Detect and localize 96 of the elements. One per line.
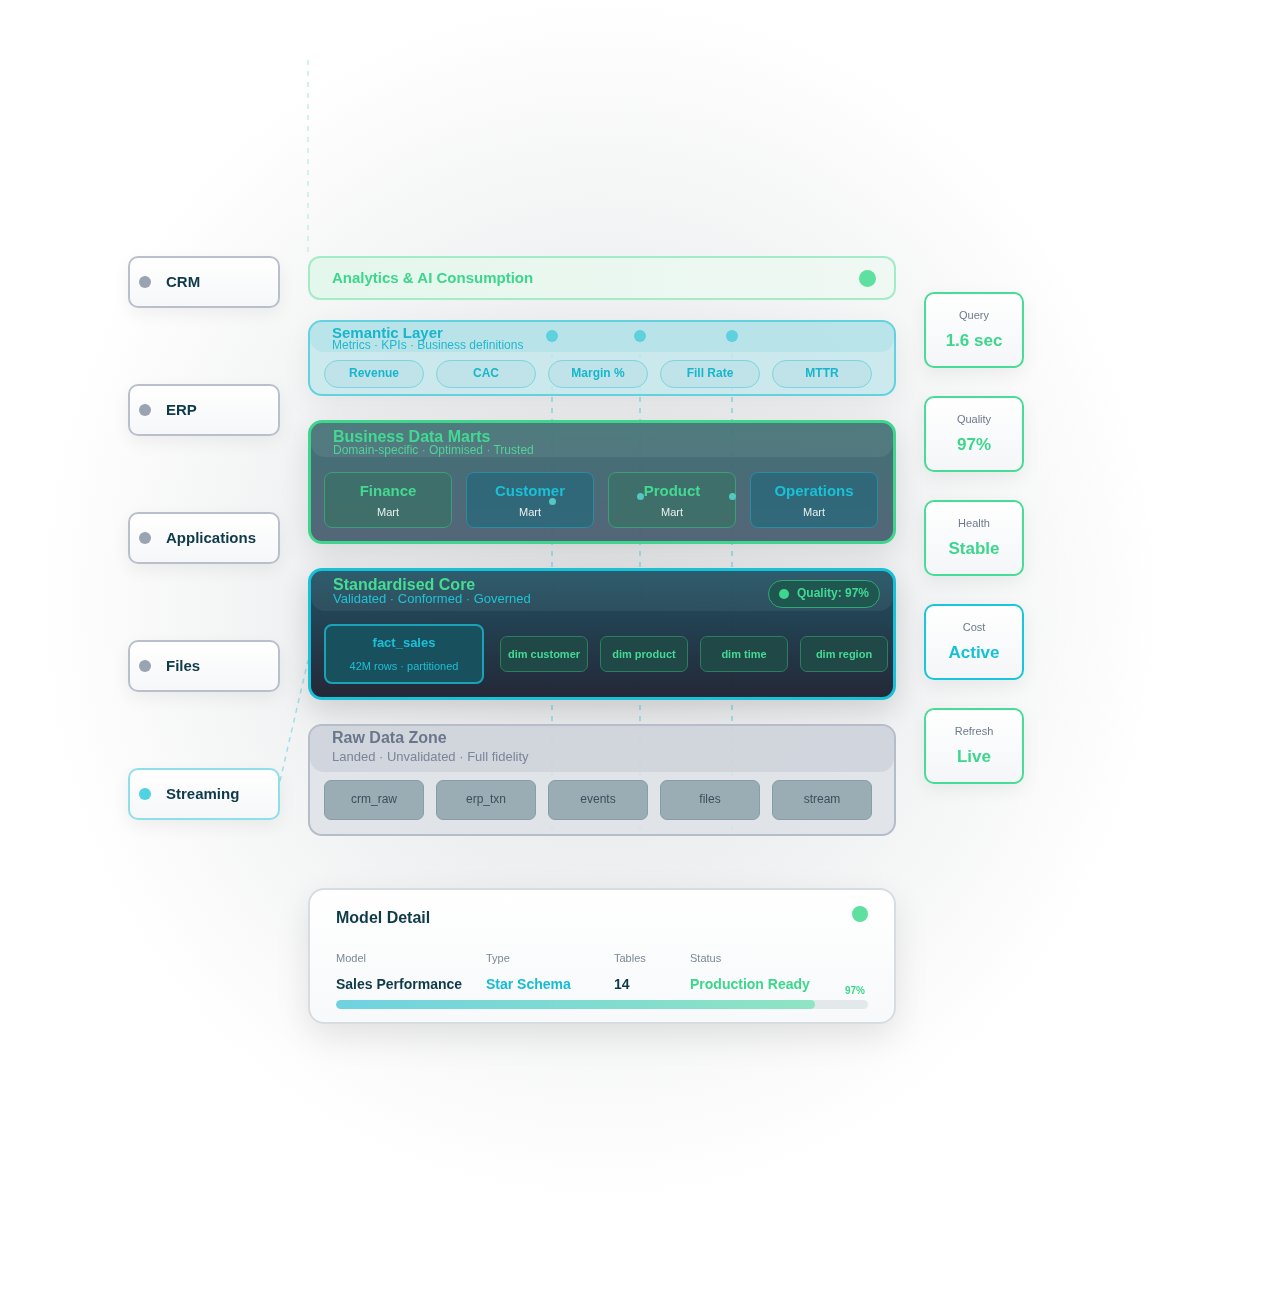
layer-subtitle: Domain-specific · Optimised · Trusted	[333, 444, 534, 458]
mart-title: Customer	[495, 481, 565, 499]
layer-title: Analytics & AI Consumption	[332, 269, 534, 287]
pill-label: Revenue	[349, 367, 399, 381]
column-header: Tables	[614, 952, 646, 965]
card-title: Model Detail	[336, 909, 431, 928]
field-value: Sales Performance	[336, 976, 463, 993]
metric-label: Cost	[962, 621, 986, 635]
detail-card	[308, 888, 896, 1024]
metric-label: Refresh	[954, 725, 994, 739]
mart-card	[750, 472, 878, 528]
source-card	[128, 640, 280, 692]
metric-card	[924, 500, 1024, 576]
layer-panel	[308, 724, 896, 836]
column-header: Model	[336, 952, 366, 965]
pill-label: files	[699, 793, 721, 807]
metric-pill	[436, 360, 536, 388]
table-title: fact_sales	[372, 635, 436, 651]
metric-pill	[660, 360, 760, 388]
source-card	[128, 768, 280, 820]
pill-label: crm_raw	[351, 793, 397, 807]
raw-dataset-tile	[772, 780, 872, 820]
layer-subtitle: Landed · Unvalidated · Full fidelity	[332, 750, 529, 765]
metric-value: Live	[957, 747, 991, 767]
dimension-table-card	[800, 636, 888, 672]
dimension-table-card	[600, 636, 688, 672]
pill-label: CAC	[473, 367, 499, 381]
metric-value: 97%	[957, 435, 991, 455]
raw-dataset-tile	[548, 780, 648, 820]
mart-title: Operations	[774, 481, 854, 499]
mart-card	[324, 472, 452, 528]
pill-label: Margin %	[571, 367, 625, 381]
table-name: dim region	[815, 647, 873, 661]
percent-label: 97%	[845, 985, 865, 997]
layer-panel	[308, 320, 896, 396]
table-name: dim product	[612, 647, 676, 661]
metric-label: Health	[958, 517, 990, 531]
column-header: Type	[486, 952, 510, 965]
table-name: dim customer	[507, 647, 581, 661]
field-value: Star Schema	[486, 976, 571, 993]
metric-card	[924, 604, 1024, 680]
table-name: dim time	[721, 647, 767, 661]
metric-value: 1.6 sec	[945, 331, 1003, 351]
layer-title: Business Data Marts	[333, 428, 491, 445]
layer-panel	[308, 568, 896, 700]
field-value: Production Ready	[690, 976, 810, 993]
pill-label: erp_txn	[466, 793, 506, 807]
mart-card	[608, 472, 736, 528]
pill-label: events	[580, 793, 616, 807]
pill-label: Fill Rate	[686, 367, 734, 381]
column-header: Status	[690, 952, 722, 965]
fact-table-card	[324, 624, 484, 684]
metric-card	[924, 292, 1024, 368]
mart-title: Finance	[359, 481, 417, 499]
source-label: ERP	[166, 401, 197, 419]
dimension-table-card	[500, 636, 588, 672]
source-label: Files	[166, 657, 201, 675]
quality-badge	[768, 580, 880, 608]
field-value: 14	[614, 976, 630, 993]
source-label: Streaming	[166, 785, 240, 803]
metric-pill	[548, 360, 648, 388]
metric-card	[924, 708, 1024, 784]
layer-panel	[308, 420, 896, 544]
source-card	[128, 384, 280, 436]
mart-card	[466, 472, 594, 528]
metric-pill	[772, 360, 872, 388]
mart-subtitle: Mart	[519, 505, 541, 519]
raw-dataset-tile	[324, 780, 424, 820]
metric-value: Active	[948, 643, 1000, 663]
layer-title: Standardised Core	[333, 576, 476, 594]
mart-subtitle: Mart	[803, 505, 825, 519]
raw-dataset-tile	[660, 780, 760, 820]
layer-title: Semantic Layer	[332, 324, 443, 341]
pill-label: MTTR	[805, 367, 839, 381]
table-subtitle: 42M rows · partitioned	[349, 659, 459, 673]
consumption-bar	[308, 256, 896, 300]
source-label: Applications	[166, 529, 256, 547]
connector-line	[279, 659, 309, 782]
mart-subtitle: Mart	[661, 505, 683, 519]
dimension-table-card	[700, 636, 788, 672]
badge-label: Quality: 97%	[797, 587, 869, 601]
metric-label: Query	[959, 309, 989, 323]
layer-title: Raw Data Zone	[332, 729, 447, 748]
metric-card	[924, 396, 1024, 472]
pill-label: stream	[803, 793, 841, 807]
metric-pill	[324, 360, 424, 388]
source-card	[128, 256, 280, 308]
mart-subtitle: Mart	[377, 505, 399, 519]
layer-subtitle: Validated · Conformed · Governed	[333, 592, 531, 607]
source-label: CRM	[166, 273, 201, 291]
raw-dataset-tile	[436, 780, 536, 820]
metric-label: Quality	[956, 413, 992, 427]
metric-value: Stable	[948, 539, 1000, 559]
layer-subtitle: Metrics · KPIs · Business definitions	[332, 339, 524, 353]
source-card	[128, 512, 280, 564]
mart-title: Product	[643, 481, 701, 499]
